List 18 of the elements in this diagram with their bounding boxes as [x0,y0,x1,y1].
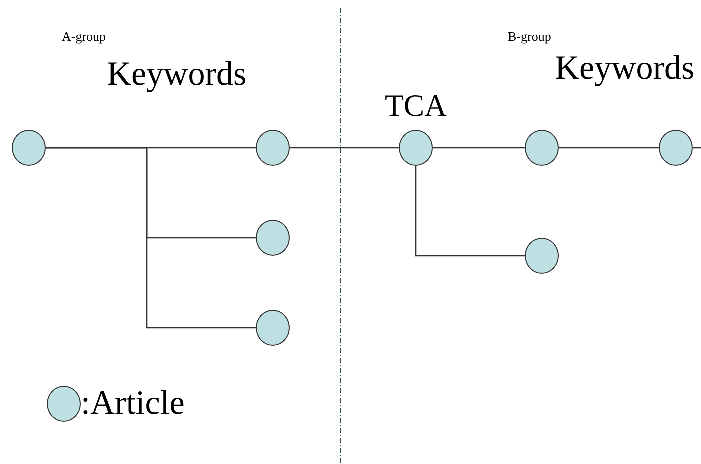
connector-line [46,147,256,329]
connector-line [290,147,399,149]
article-circle [659,130,693,166]
article-circle [525,130,559,166]
node-label: TCA [384,90,448,121]
article-circle [525,238,559,274]
connector-line [559,147,659,149]
heading-label: Keywords [107,58,247,92]
legend-label: :Article [81,387,185,421]
article-circle [256,130,290,166]
connector-line [415,166,525,257]
article-circle [12,130,46,166]
group-label: B-group [508,30,552,43]
connector-line [433,147,525,149]
article-circle [256,220,290,256]
article-circle [256,310,290,346]
heading-label: Keywords [555,52,695,86]
group-label: A-group [62,30,106,43]
